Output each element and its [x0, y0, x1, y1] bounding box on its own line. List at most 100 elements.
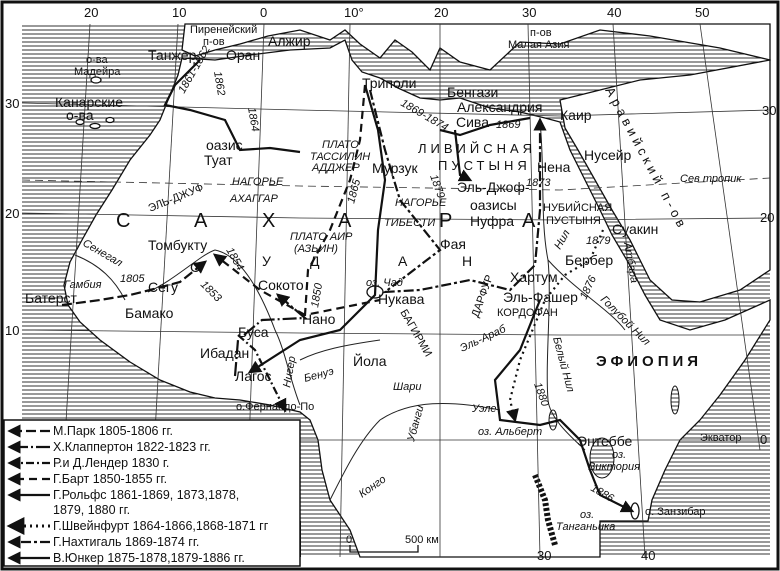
places-fernando-po-label: о.Фернандо-По: [236, 401, 314, 413]
route-barth: [215, 84, 381, 317]
places-kordofan-label: КОРДОФАН: [497, 307, 558, 319]
legend-junker: В.Юнкер 1875-1878,1879-1886 гг.: [53, 551, 245, 565]
canary-island: [105, 116, 115, 124]
lake-tanganyika: [532, 473, 558, 546]
places-ahaggar-2-label: АХАГГАР: [229, 193, 278, 205]
places-libyan-2-label: ПУСТЫНЯ: [438, 158, 531, 173]
ticks-top-2-label: 0: [260, 5, 267, 20]
ticks-right-1-label: 20: [760, 210, 774, 225]
legend-clapperton: Х.Клаппертон 1822-1823 гг.: [53, 440, 211, 454]
places-sokoto-label: Сокото: [258, 277, 304, 293]
ticks-bottom-1-label: 40: [641, 548, 655, 563]
canary-island: [89, 122, 101, 130]
years-y1864-label: 1864: [245, 106, 261, 132]
places-cairo-label: Каир: [560, 107, 592, 123]
places-benghazi-label: Бенгази: [447, 84, 498, 100]
legend-rohlfs: Г.Рольфс 1861-1869, 1873,1878,: [53, 488, 239, 502]
route-rohlfs: [163, 59, 387, 372]
ticks-top-7-label: 50: [695, 5, 709, 20]
places-tuat-1-label: оазис: [206, 137, 243, 153]
places-tanganyika-1-label: оз.: [580, 509, 594, 521]
places-sudan-4-label: Н: [462, 253, 472, 269]
ticks-left-2-label: 10: [5, 323, 19, 338]
places-kena-label: Нена: [537, 159, 571, 175]
places-sahara-0-label: С: [116, 210, 130, 232]
places-tassili-2-label: ТАССИЛИН: [310, 151, 370, 163]
places-faya-label: Фая: [440, 236, 466, 252]
places-madeira-1-label: о-ва: [86, 54, 109, 66]
legend-park: М.Парк 1805-1806 гг.: [53, 424, 173, 438]
rivers: [74, 121, 626, 501]
legend-schweinfurth: Г.Швейнфурт 1864-1866,1868-1871 гг: [53, 519, 269, 533]
places-equator-label: Экватор: [700, 432, 741, 444]
places-ethiopia-label: ЭФИОПИЯ: [596, 353, 702, 370]
years-y1869-label: 1869: [496, 119, 520, 131]
places-sudan-2-label: Д: [310, 253, 320, 269]
places-algiers-label: Алжир: [268, 33, 311, 49]
places-victoria-2-label: Виктория: [588, 461, 640, 473]
places-tassili-3-label: АДДЖЕР: [311, 162, 360, 174]
ticks-bottom-0-label: 30: [537, 548, 551, 563]
route-rohlfs-egypt: [439, 116, 531, 180]
places-tripoli-label: Триполи: [362, 75, 416, 91]
places-berber-label: Бербер: [565, 252, 613, 268]
ticks-top-4-label: 20: [434, 5, 448, 20]
places-el-fasher-label: Эль-Фашер: [503, 289, 578, 305]
ticks-top-6-label: 40: [607, 5, 621, 20]
legend-rohlfs-2: 1879, 1880 гг.: [53, 503, 130, 517]
ticks-right-0-label: 30: [762, 103, 776, 118]
places-sahara-3-label: А: [338, 210, 352, 232]
places-tanganyika-2-label: Танганьика: [556, 521, 615, 533]
legend-nachtigal: Г.Нахтигаль 1869-1874 гг.: [53, 535, 199, 549]
route-junker: [493, 299, 635, 513]
years-y1873-label: 1873: [526, 177, 551, 189]
places-canary-1-label: Канарские: [55, 94, 123, 110]
places-madeira-2-label: Мадейра: [74, 66, 121, 78]
places-sudan-0-label: С: [190, 259, 200, 275]
places-zanzibar-label: о. Занзибар: [645, 506, 706, 518]
years-y1850-label: 1850: [309, 281, 325, 308]
ticks-left-1-label: 20: [5, 206, 19, 221]
places-chad-label: оз. Чад: [366, 277, 403, 289]
places-pyrenees-2-label: п-ов: [203, 36, 225, 48]
places-nubian-1-label: НУБИЙСНАЯ: [543, 201, 612, 214]
ticks-top-0-label: 20: [84, 5, 98, 20]
ticks-right-2-label: 0: [760, 432, 767, 447]
places-tassili-1-label: ПЛАТО: [322, 139, 359, 151]
ticks-top-3-label: 10°: [344, 5, 364, 20]
places-khartoum-label: Хартум: [510, 269, 558, 285]
years-y1879b-label: 1879: [586, 235, 610, 247]
legend-lander: Р.и Д.Лендер 1830 г.: [53, 456, 169, 470]
places-sudan-3-label: А: [398, 253, 408, 269]
coordinate-ticks: 20 10 0 10° 20 30 40 50 30 20 10 30 20 0…: [5, 5, 776, 563]
places-el-djof-label: Эль-Джоф-: [457, 179, 530, 195]
places-tuat-2-label: Туат: [204, 152, 233, 168]
places-bathurst-label: Батерст: [25, 290, 77, 306]
places-tropic-label: Сев тропик: [680, 173, 742, 185]
places-canary-2-label: о-ва: [66, 107, 94, 123]
places-tangier-label: Танжер: [148, 47, 197, 63]
places-bussa-label: Буса: [238, 324, 269, 340]
places-tibesti-2-label: ТИБЕСТИ: [384, 217, 435, 229]
places-siwa-label: Сива: [456, 114, 489, 130]
places-sahara-1-label: А: [194, 210, 208, 232]
places-ibadan-label: Ибадан: [200, 345, 249, 361]
places-air-1-label: ПЛАТО АИР: [290, 231, 353, 243]
places-gambia-label: Гамбия: [64, 279, 102, 291]
places-shari-label: Шари: [393, 381, 421, 393]
places-timbuktu-label: Томбукту: [148, 237, 207, 253]
places-nubian-2-label: ПУСТЫНЯ: [546, 215, 601, 227]
places-oran-label: Оран: [226, 47, 260, 63]
places-sahara-5-label: А: [522, 210, 536, 232]
places-suakin-label: Суакин: [612, 221, 658, 237]
places-kukawa-label: Нукава: [378, 291, 425, 307]
legend: М.Парк 1805-1806 гг. Х.Клаппертон 1822-1…: [3, 419, 301, 567]
places-asia-minor-2-label: Малая Азия: [508, 39, 569, 51]
madeira-island: [90, 76, 102, 84]
route-clapperton: [233, 293, 308, 377]
places-sudan-1-label: У: [262, 253, 271, 269]
places-bamako-label: Бамако: [125, 305, 174, 321]
places-kuseir-label: Нусейр: [584, 147, 632, 163]
places-ahaggar-1-label: НАГОРЬЕ: [232, 176, 284, 188]
